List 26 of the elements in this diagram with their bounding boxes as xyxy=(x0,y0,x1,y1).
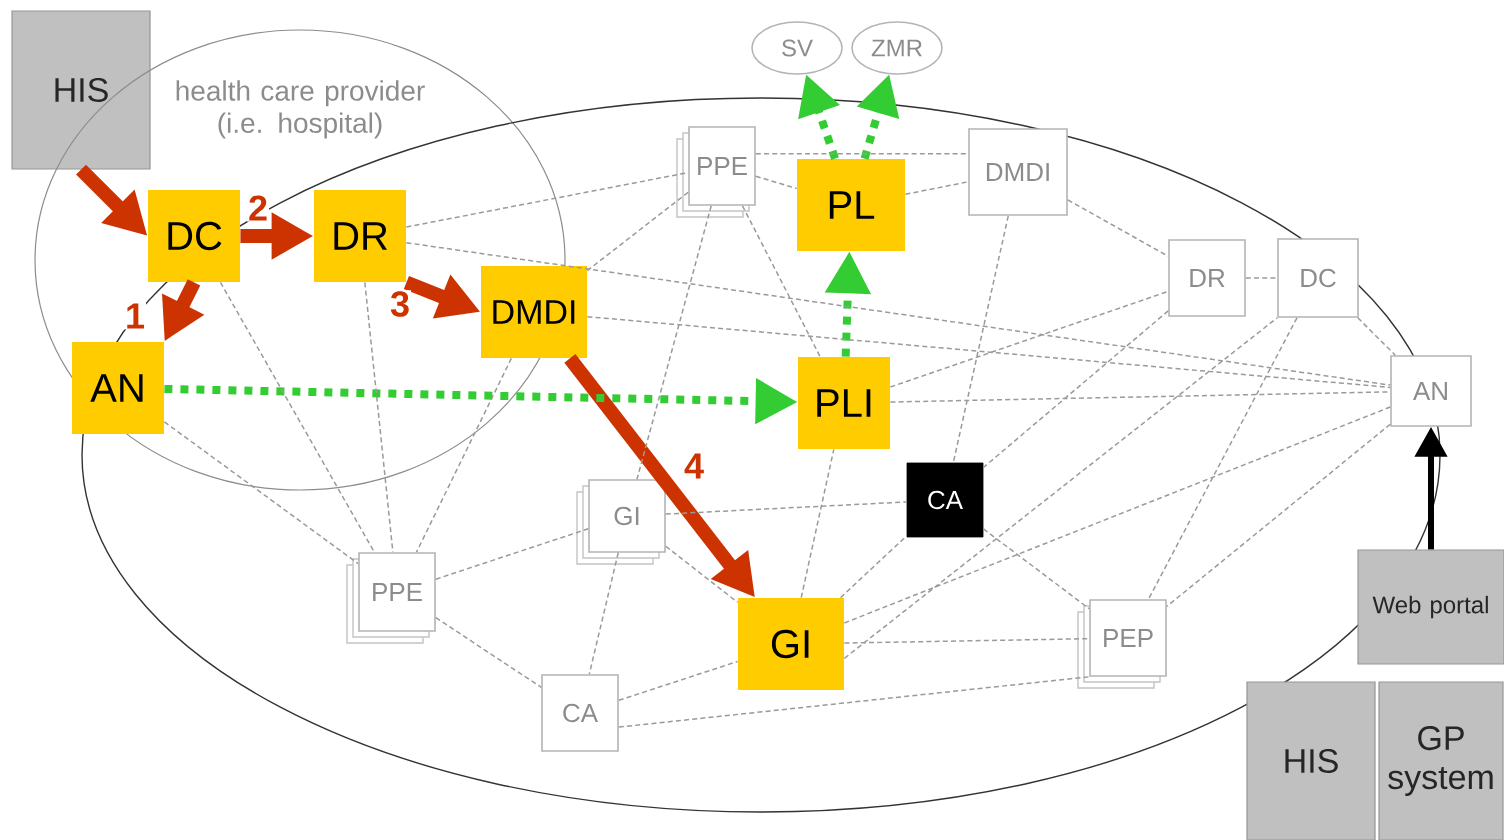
component-box: PLI xyxy=(798,357,890,449)
component-box: DMDI xyxy=(968,128,1068,216)
stacked-boxes: PEP xyxy=(1077,599,1167,689)
stacked-boxes: PPE xyxy=(676,126,756,218)
component-box: PL xyxy=(797,159,905,251)
component-box: DC xyxy=(1277,238,1359,318)
component-box: AN xyxy=(1390,355,1472,427)
step-number: 2 xyxy=(247,194,269,222)
component-box: DR xyxy=(1168,239,1246,317)
component-box: CA xyxy=(906,462,984,538)
component-box: AN xyxy=(72,342,164,434)
component-box: GI xyxy=(738,598,844,690)
stacked-boxes: PPE xyxy=(346,552,436,644)
system-box: GP system xyxy=(1378,681,1504,840)
component-box: CA xyxy=(541,674,619,752)
stacked-boxes: GI xyxy=(576,479,666,565)
step-number: 1 xyxy=(124,302,146,330)
system-box: Web portal xyxy=(1357,549,1504,665)
system-box: HIS xyxy=(1246,681,1376,840)
registry-oval: ZMR xyxy=(851,21,943,75)
component-box: DC xyxy=(148,190,240,282)
system-box: HIS xyxy=(11,10,151,170)
step-number: 3 xyxy=(389,290,412,318)
registry-oval: SV xyxy=(751,21,843,75)
component-box: DR xyxy=(314,190,406,282)
step-number: 4 xyxy=(683,452,705,480)
